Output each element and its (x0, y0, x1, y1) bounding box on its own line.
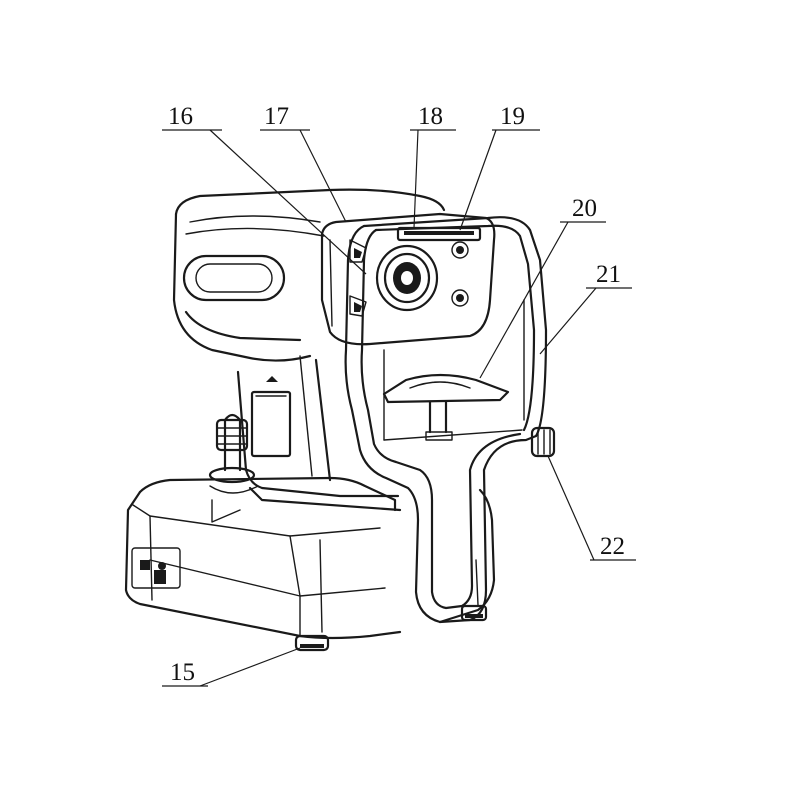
callout-22: 22 (600, 533, 625, 560)
device-body (236, 355, 402, 512)
callout-21: 21 (596, 261, 621, 288)
callout-20: 20 (572, 195, 597, 222)
callout-19: 19 (500, 103, 525, 130)
callout-18: 18 (418, 103, 443, 130)
callout-leaders (162, 129, 636, 687)
callout-labels: 16 17 18 19 20 21 22 15 (168, 103, 625, 686)
callout-15: 15 (170, 659, 195, 686)
callout-16: 16 (168, 103, 193, 130)
measuring-head (172, 188, 496, 362)
chin-rest-frame (344, 216, 556, 624)
device-base (124, 413, 496, 652)
callout-17: 17 (264, 103, 289, 130)
